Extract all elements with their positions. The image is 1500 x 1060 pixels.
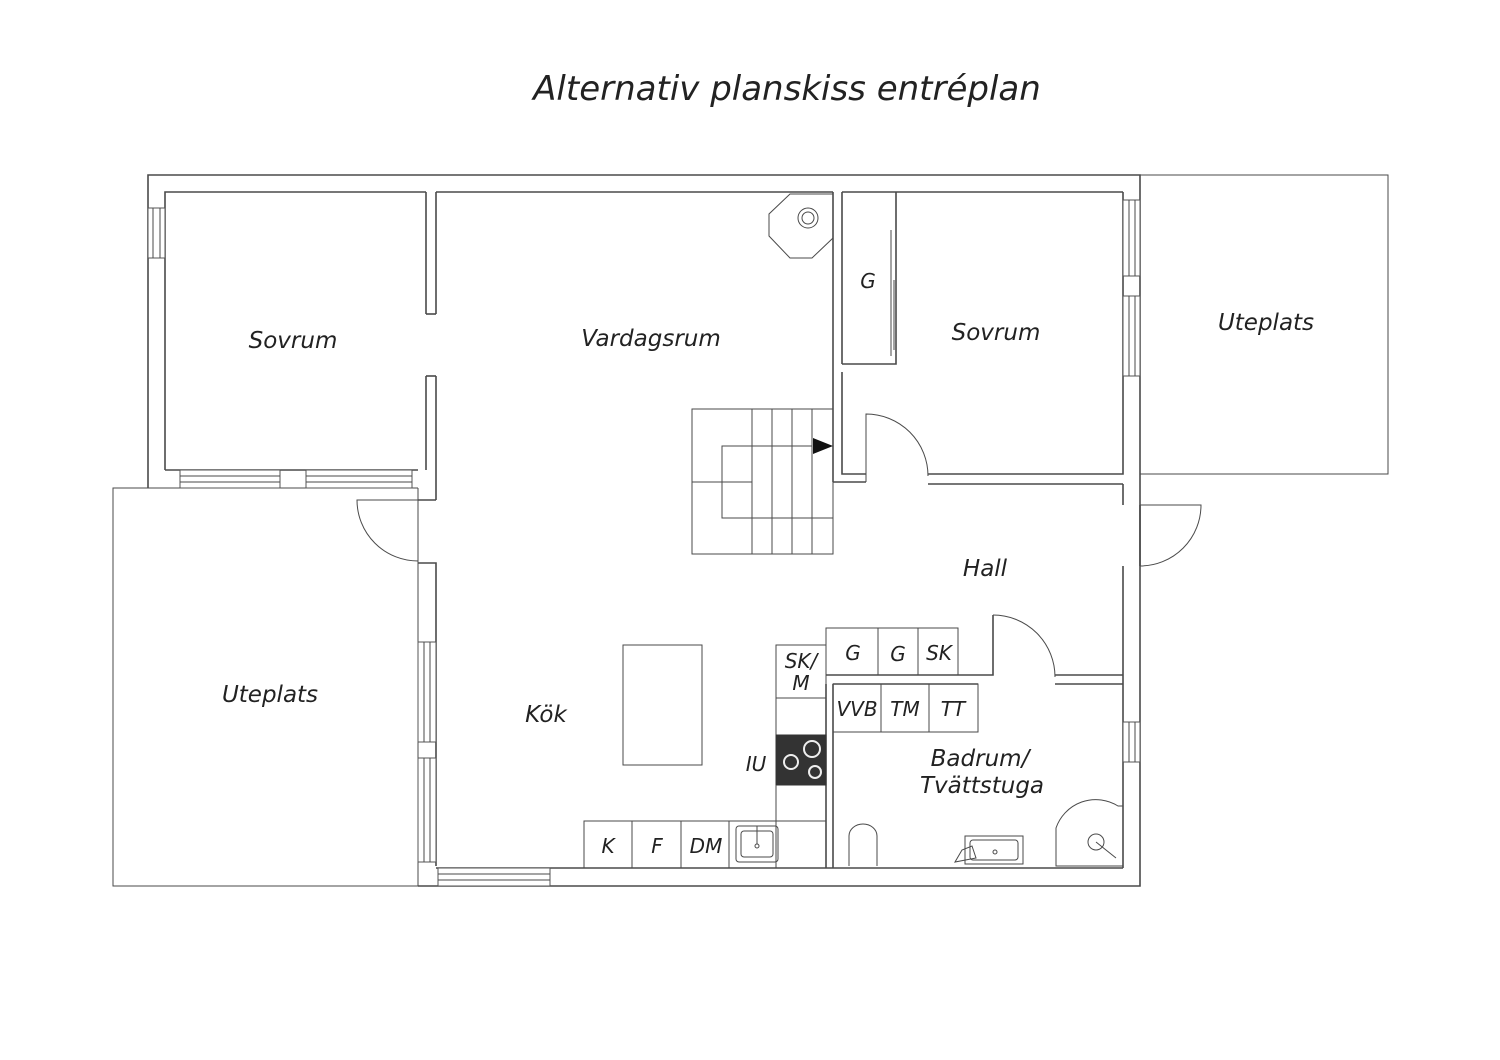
room-label-uteplats-left: Uteplats [222, 682, 318, 708]
tm-label: TM [890, 697, 919, 721]
skm-label-line1: SK/ [785, 649, 820, 673]
k-label: K [601, 834, 616, 858]
kitchen-island [622, 644, 703, 766]
g2-label: G [890, 642, 906, 666]
skm-label-line2: M [792, 671, 809, 695]
room-label-uteplats-right: Uteplats [1218, 310, 1314, 336]
sk-label: SK [926, 641, 954, 665]
room-label-hall: Hall [963, 556, 1008, 582]
windows [147, 199, 1141, 887]
dm-label: DM [690, 834, 723, 858]
bathroom-units: VVB TM TT [832, 683, 1124, 867]
doors [356, 413, 1202, 678]
room-label-kok: Kök [525, 702, 568, 728]
patio-outlines [112, 174, 1389, 887]
room-label-badrum-line2: Tvättstuga [920, 773, 1044, 799]
iu-label: IU [746, 752, 767, 776]
room-label-sovrum-left: Sovrum [249, 328, 338, 354]
wardrobe-label: G [860, 269, 876, 293]
staircase [691, 408, 834, 555]
room-label-sovrum-right: Sovrum [952, 320, 1041, 346]
f-label: F [651, 834, 663, 858]
toilet-icon [848, 823, 878, 866]
washbasin-icon [964, 835, 1024, 865]
hall-closets: G G SK [825, 627, 959, 676]
room-label-badrum-line1: Badrum/ [931, 746, 1032, 772]
g1-label: G [845, 641, 861, 665]
kitchen-units: SK/ M IU K F DM [583, 644, 827, 869]
room-label-vardagsrum: Vardagsrum [581, 326, 721, 352]
fireplace-icon [768, 193, 834, 259]
stair-direction-icon [813, 438, 833, 454]
plan-title: Alternativ planskiss entréplan [531, 69, 1041, 109]
shower-icon [1055, 799, 1124, 867]
tt-label: TT [941, 697, 967, 721]
bedroom-wardrobe: G [860, 230, 895, 356]
vvb-label: VVB [836, 697, 877, 721]
room-labels: Sovrum Vardagsrum Sovrum Uteplats Utepla… [222, 310, 1314, 799]
